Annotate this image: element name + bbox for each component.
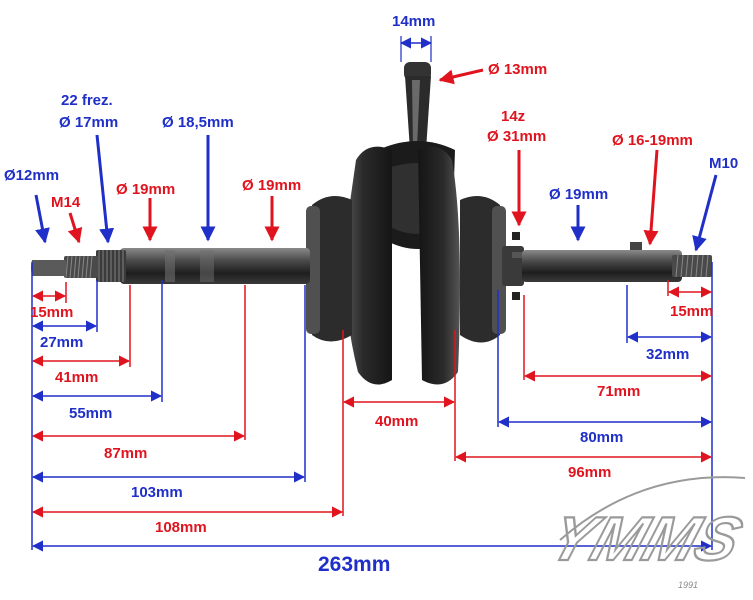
label-d19-a: Ø 19mm [116,181,175,198]
label-d19-c: Ø 19mm [549,186,608,203]
label-m14: M14 [51,194,81,211]
dimension-labels: 15mm 27mm 41mm 55mm 87mm 103mm 108mm 40m… [30,303,713,576]
dimension-arrows [31,36,713,552]
logo-year: 1991 [678,580,698,590]
blue-extension-lines [31,262,713,550]
pointer-m10 [692,174,718,252]
label-108: 108mm [155,519,207,536]
label-103: 103mm [131,484,183,501]
pointer-m14 [67,212,83,244]
label-d13: Ø 13mm [488,61,547,78]
label-rod-width: 14mm [392,13,435,30]
label-96: 96mm [568,464,611,481]
dimension-lines [31,262,713,550]
label-71: 71mm [597,383,640,400]
brand-logo: YMMS 1991 [541,476,751,590]
pointer-d16-19 [643,149,659,246]
label-40: 40mm [375,413,418,430]
callout-labels: Ø12mm M14 22 frez. Ø 17mm Ø 18,5mm Ø 19m… [4,13,738,211]
pointer-d13 [438,68,484,85]
label-41: 41mm [55,369,98,386]
label-55: 55mm [69,405,112,422]
left-shaft [31,248,310,284]
label-15-left: 15mm [30,304,73,321]
label-d18-5: Ø 18,5mm [162,114,234,131]
label-27: 27mm [40,334,83,351]
label-d19-b: Ø 19mm [242,177,301,194]
label-80: 80mm [580,429,623,446]
label-d16-19: Ø 16-19mm [612,132,693,149]
label-263: 263mm [318,553,390,576]
logo-swoosh [559,476,746,541]
label-d12: Ø12mm [4,167,59,184]
label-87: 87mm [104,445,147,462]
label-gear-1: 14z [501,108,525,125]
pointer-d12 [34,194,50,244]
logo-text: YMMS [542,504,750,573]
label-m10: M10 [709,155,738,172]
label-gear-2: Ø 31mm [487,128,546,145]
left-crank-web [306,146,392,385]
right-shaft [502,232,712,300]
red-extension-lines [65,280,669,516]
crankshaft-illustration [31,62,712,385]
label-32: 32mm [646,346,689,363]
right-crank-web [418,146,506,385]
callout-pointers [34,68,718,252]
label-frez-2: Ø 17mm [59,114,118,131]
pointer-frez [95,134,115,244]
label-frez-1: 22 frez. [61,92,113,109]
label-15-right: 15mm [670,303,713,320]
